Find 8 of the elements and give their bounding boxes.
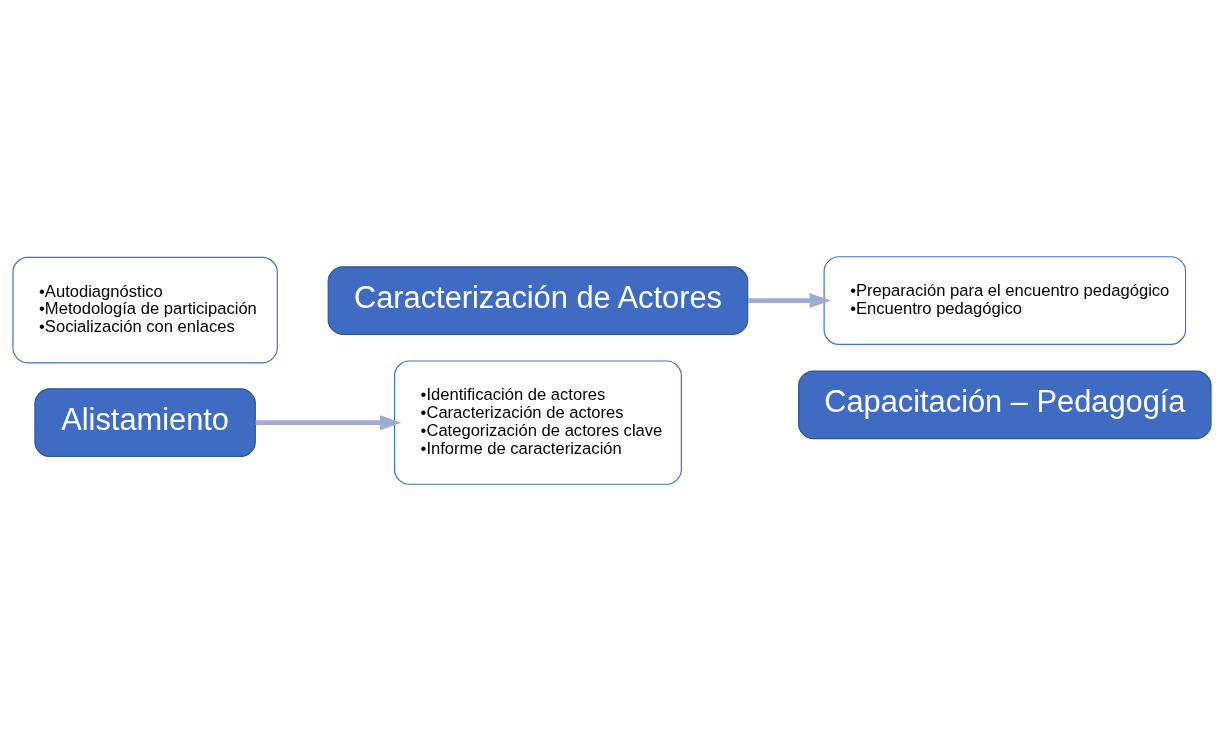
arrow [255,414,402,430]
node-box: •Identificación de actores •Caracterización de actores •Categorización de actores clave •Informe de caracterización [393,359,682,485]
node-box: •Autodiagnóstico •Metodología de participación •Socialización con enlaces [12,256,278,363]
node-box: Caracterización de Actores [327,265,749,335]
node-box: •Preparación para el encuentro pedagógico •Encuentro pedagógico [823,255,1187,345]
node-box: Capacitación – Pedagogía [798,370,1212,439]
arrow [747,292,831,308]
node-box: Alistamiento [34,387,256,457]
